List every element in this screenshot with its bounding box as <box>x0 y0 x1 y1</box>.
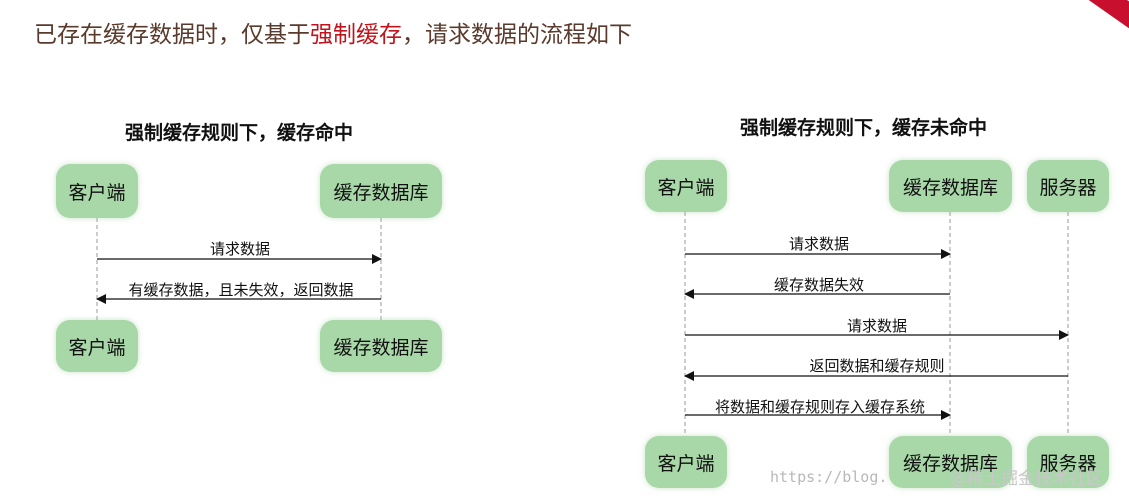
right-msg-label-2: 缓存数据失效 <box>773 276 865 294</box>
right-server-node-top: 服务器 <box>1027 160 1109 212</box>
right-msg-label-4: 返回数据和缓存规则 <box>809 357 945 375</box>
right-msg-label-5: 将数据和缓存规则存入缓存系统 <box>714 398 926 416</box>
left-cache-node-bottom: 缓存数据库 <box>320 320 442 372</box>
right-msg-label-3: 请求数据 <box>846 317 908 335</box>
right-server-node-bottom: 服务器 <box>1027 436 1109 488</box>
right-msg-label-1: 请求数据 <box>788 235 850 253</box>
heading-part1: 已存在缓存数据时，仅基于 <box>34 22 310 48</box>
left-msg-label-1: 请求数据 <box>209 240 271 258</box>
right-diagram-title: 强制缓存规则下，缓存未命中 <box>740 117 988 139</box>
left-client-node-top: 客户端 <box>56 164 138 218</box>
left-diagram-title: 强制缓存规则下，缓存命中 <box>125 122 354 144</box>
left-msg-label-2: 有缓存数据，且未失效，返回数据 <box>128 281 354 299</box>
left-client-node-bottom: 客户端 <box>56 320 138 372</box>
right-cache-node-top: 缓存数据库 <box>889 160 1012 212</box>
left-cache-node-top: 缓存数据库 <box>320 164 442 218</box>
watermark-site: @稀土掘金技术社区 <box>950 469 1103 489</box>
page-heading: 已存在缓存数据时，仅基于强制缓存，请求数据的流程如下 <box>34 18 632 52</box>
right-client-node-bottom: 客户端 <box>645 436 727 488</box>
right-cache-node-bottom: 缓存数据库 <box>889 436 1012 488</box>
right-client-node-top: 客户端 <box>645 160 727 212</box>
watermark-url: https://blog. <box>770 468 888 486</box>
heading-part2: ，请求数据的流程如下 <box>402 22 632 48</box>
heading-highlight: 强制缓存 <box>310 22 402 48</box>
